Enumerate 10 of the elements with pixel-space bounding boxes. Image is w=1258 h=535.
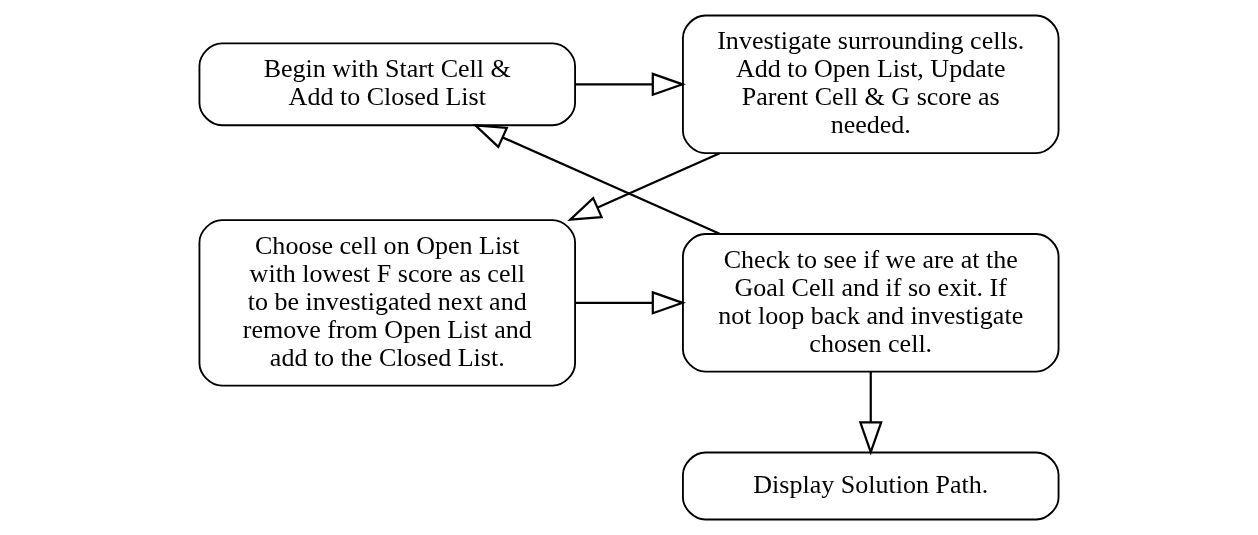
node-box: Choose cell on Open List with lowest F score as cell to be investigated next and remove from Open List and add to the Closed List. xyxy=(198,219,576,387)
node-box: Investigate surrounding cells. Add to Open List, Update Parent Cell & G score as needed. xyxy=(682,14,1060,155)
arrow xyxy=(575,290,686,315)
arrow xyxy=(858,372,883,456)
node-box: Check to see if we are at the Goal Cell and if so exit. If not loop back and investigate chosen cell. xyxy=(682,233,1060,373)
arrow xyxy=(567,152,721,222)
arrow xyxy=(575,72,686,97)
node-box: Display Solution Path. xyxy=(682,451,1060,521)
arrow xyxy=(472,123,721,235)
node-box: Begin with Start Cell & Add to Closed List xyxy=(198,42,576,127)
